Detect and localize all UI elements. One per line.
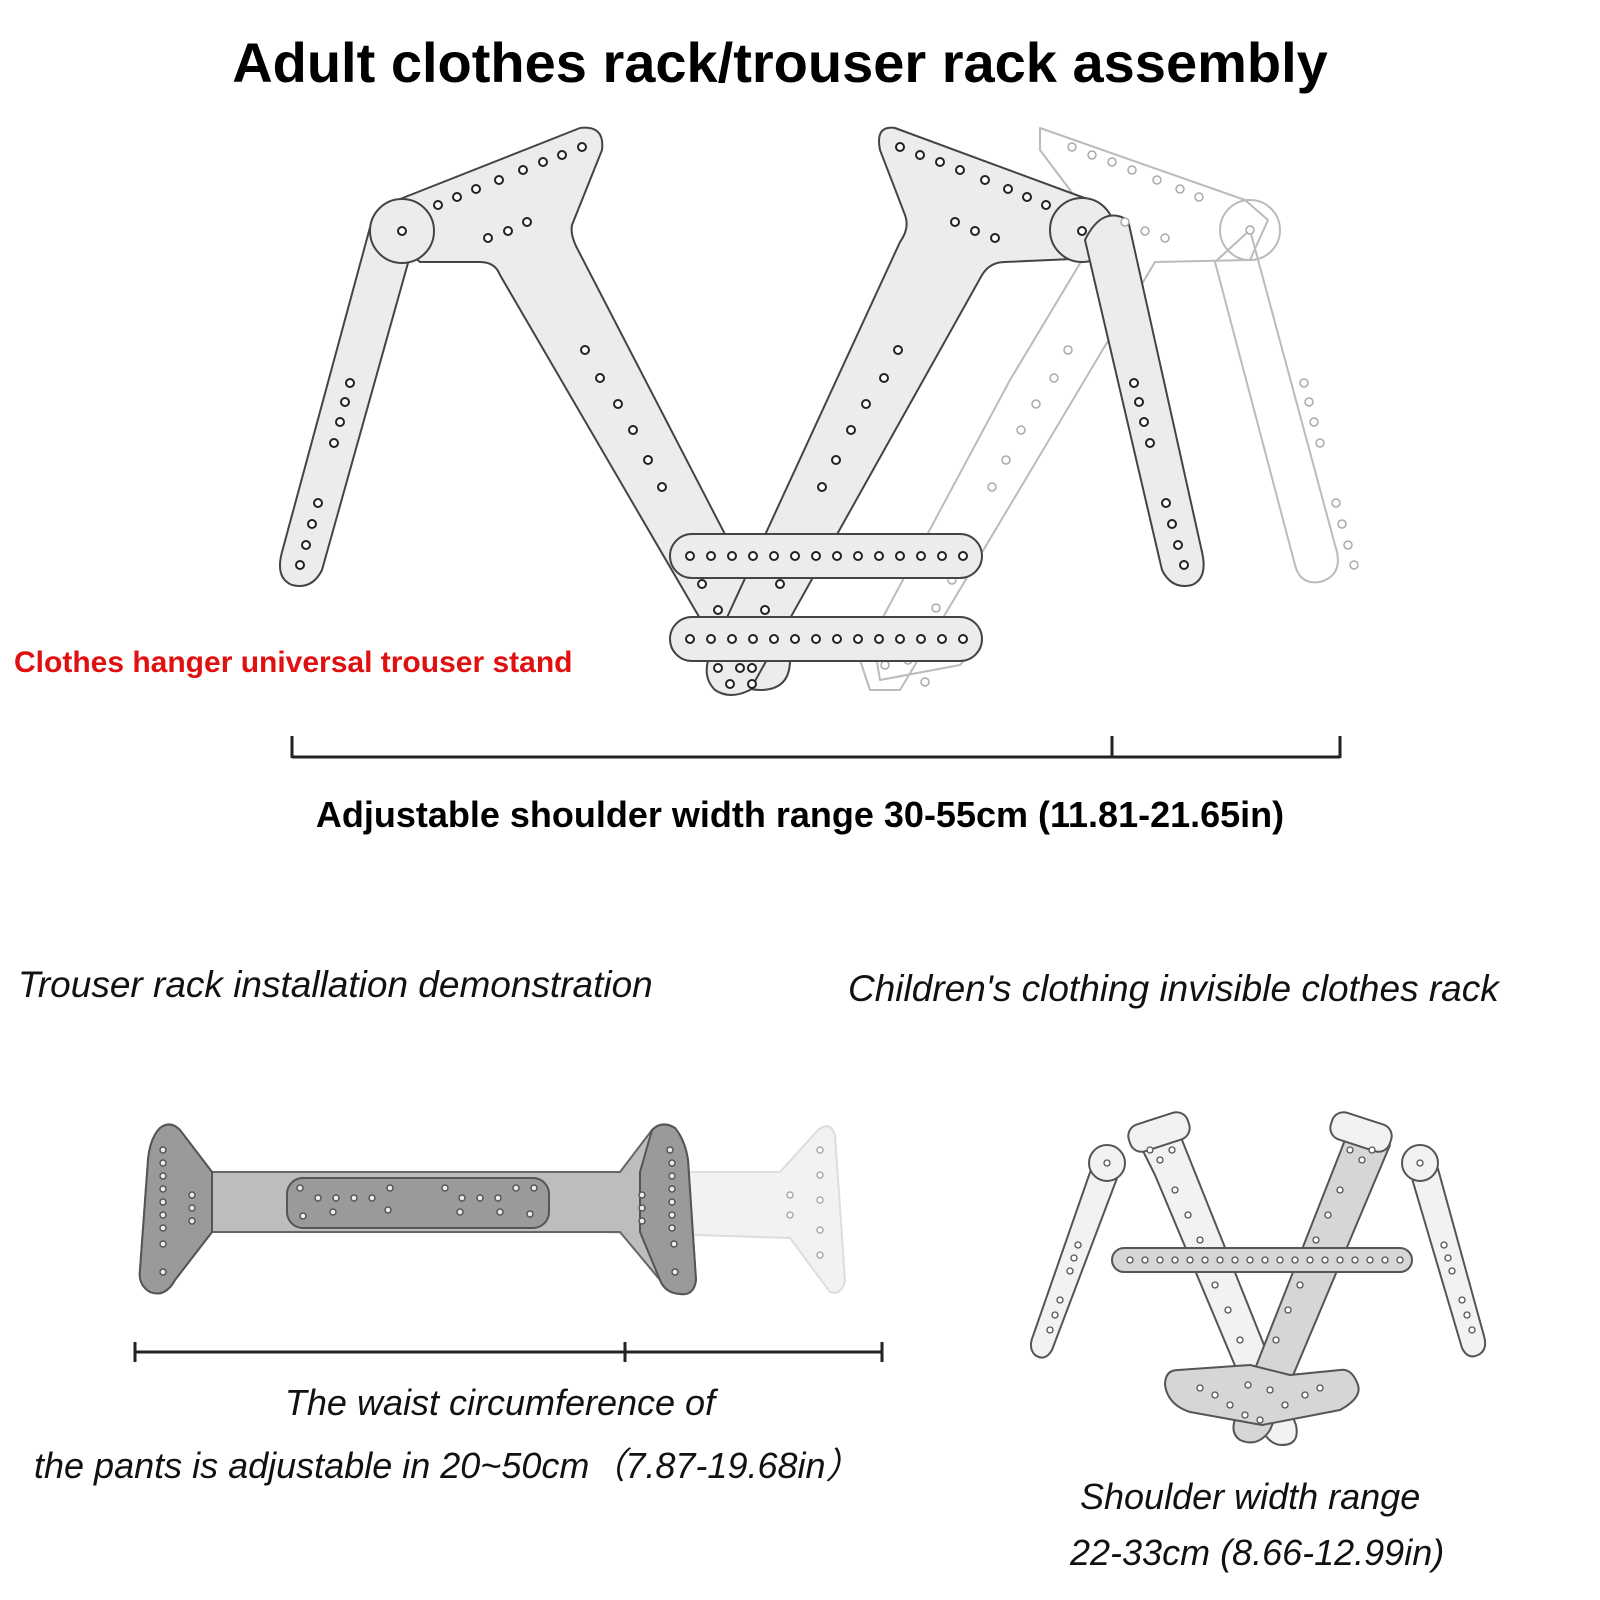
left-shoulder-arm (279, 214, 416, 587)
trouser-rack-holes (159, 1146, 679, 1276)
waist-caption-line2: the pants is adjustable in 20~50cm（7.87-… (34, 1445, 862, 1486)
upper-trouser-bar (669, 533, 983, 589)
universal-trouser-stand-label: Clothes hanger universal trouser stand (14, 646, 573, 679)
trouser-rack-part (138, 1123, 698, 1296)
waist-dimension-line (133, 1342, 884, 1362)
child-shoulder-caption-line1: Shoulder width range (1080, 1476, 1421, 1517)
adult-shoulder-width-label: Adjustable shoulder width range 30-55cm … (315, 794, 1285, 835)
left-hanger-part (369, 126, 791, 691)
adult-shoulder-dimension-line (290, 736, 1342, 759)
children-rack-diagram (1029, 1111, 1487, 1446)
right-shoulder-arm (1084, 214, 1205, 587)
children-rack-holes (1046, 1146, 1476, 1424)
children-rack-heading: Children's clothing invisible clothes ra… (848, 968, 1499, 1009)
page-title: Adult clothes rack/trouser rack assembly (232, 31, 1328, 94)
ghost-holes (880, 142, 1359, 687)
waist-caption-line1: The waist circumference of (284, 1382, 716, 1423)
lower-trouser-bar (669, 605, 983, 689)
trouser-demo-heading: Trouser rack installation demonstration (18, 964, 653, 1005)
child-shoulder-caption-line2: 22-33cm (8.66-12.99in) (1070, 1532, 1445, 1573)
